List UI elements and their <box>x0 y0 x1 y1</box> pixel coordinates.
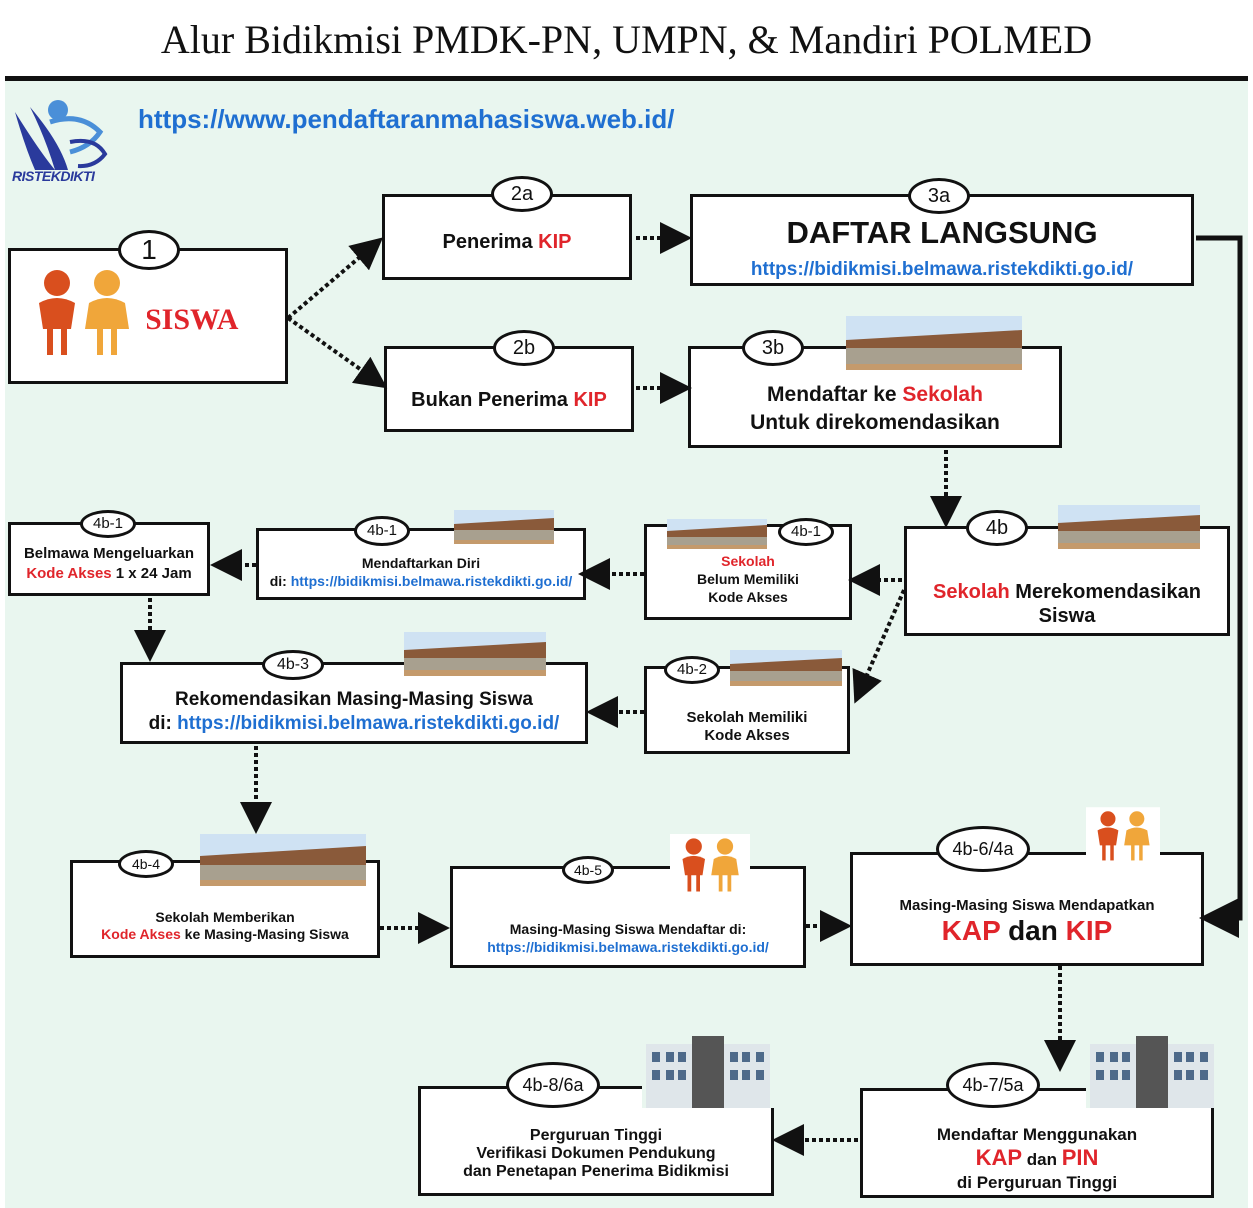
badge-4b5: 4b-5 <box>562 856 614 884</box>
node-4b4-kode-akses: Kode Akses <box>101 926 181 942</box>
node-4b-sekolah: Sekolah <box>933 581 1010 603</box>
node-3b-line2: Untuk direkomendasikan <box>750 411 1000 434</box>
badge-3b: 3b <box>742 330 804 366</box>
node-4b1-register-line1: Mendaftarkan Diri <box>361 555 481 571</box>
badge-2a: 2a <box>491 176 553 212</box>
node-3a-url[interactable]: https://bidikmisi.belmawa.ristekdikti.go… <box>750 259 1134 280</box>
page-title: Alur Bidikmisi PMDK-PN, UMPN, & Mandiri … <box>160 17 1093 62</box>
students-icon-4b5 <box>670 834 750 894</box>
node-4b7-mendaftar-kap-pin: Mendaftar Menggunakan KAP dan PIN di Per… <box>860 1088 1214 1198</box>
students-icon <box>19 263 147 359</box>
school-photo-4b4 <box>200 834 366 886</box>
node-4b5-url[interactable]: https://bidikmisi.belmawa.ristekdikti.go… <box>487 939 769 955</box>
node-4b6-kap: KAP <box>941 915 1001 946</box>
logo-text: RISTEKDIKTI <box>12 168 95 184</box>
node-4b1-line3: Kode Akses <box>708 589 788 605</box>
top-url-link[interactable]: https://www.pendaftaranmahasiswa.web.id/ <box>138 104 675 134</box>
arrow-4b-to-4b2 <box>852 589 906 704</box>
school-photo-3b <box>846 316 1022 370</box>
node-4b3-line1: Rekomendasikan Masing-Masing Siswa <box>175 689 533 710</box>
school-photo-4b1 <box>667 519 767 549</box>
node-4b3-url[interactable]: https://bidikmisi.belmawa.ristekdikti.go… <box>177 713 560 734</box>
node-4b4-line2: ke Masing-Masing Siswa <box>180 926 349 942</box>
node-4b8-line3: dan Penetapan Penerima Bidikmisi <box>463 1163 729 1180</box>
node-4b7-line1: Mendaftar Menggunakan <box>936 1125 1138 1144</box>
node-siswa: SISWA <box>8 248 288 384</box>
node-4b1-sekolah-label: Sekolah <box>721 553 775 569</box>
node-belmawa-line2: 1 x 24 Jam <box>111 565 192 582</box>
node-4b1-register-url[interactable]: https://bidikmisi.belmawa.ristekdikti.go… <box>290 573 573 589</box>
badge-4b1-school: 4b-1 <box>778 518 834 546</box>
school-photo-register <box>454 510 554 544</box>
badge-4b: 4b <box>966 510 1028 546</box>
node-4b6-kip: KIP <box>1065 915 1113 946</box>
school-photo-4b <box>1058 505 1200 549</box>
node-4b5-line1: Masing-Masing Siswa Mendaftar di: <box>509 921 747 937</box>
badge-3a: 3a <box>908 178 970 214</box>
node-4b7-pin: PIN <box>1061 1145 1099 1170</box>
badge-4b3: 4b-3 <box>262 650 324 680</box>
badge-2b: 2b <box>493 330 555 366</box>
node-4b6-dan: dan <box>1000 915 1066 946</box>
node-belmawa-kode-akses: Kode Akses <box>26 565 112 582</box>
school-photo-4b3 <box>404 632 546 676</box>
arrow-3a-to-4b6 <box>1196 235 1243 938</box>
node-belmawa-line1: Belmawa Mengeluarkan <box>23 545 195 562</box>
node-2b-kip: KIP <box>573 389 607 411</box>
node-4b7-line3: di Perguruan Tinggi <box>956 1173 1118 1192</box>
node-4b4-line1: Sekolah Memberikan <box>155 909 295 925</box>
badge-4b4: 4b-4 <box>118 850 174 878</box>
badge-4b2: 4b-2 <box>664 656 720 684</box>
node-4b1-line2: Belum Memiliki <box>697 571 799 587</box>
node-2a-kip: KIP <box>538 231 572 253</box>
node-4b7-kap: KAP <box>975 1145 1023 1170</box>
node-3a-title: DAFTAR LANGSUNG <box>786 215 1098 250</box>
node-4b3-line2: di: <box>148 713 178 734</box>
node-4b-line2: Siswa <box>1038 605 1096 627</box>
school-photo-4b2 <box>730 650 842 686</box>
students-icon-4b6 <box>1086 807 1160 863</box>
badge-4b1-belmawa: 4b-1 <box>80 510 136 538</box>
node-4b2-line1: Sekolah Memiliki <box>686 709 808 726</box>
node-4b2-line2: Kode Akses <box>704 727 790 744</box>
node-3b-sekolah: Sekolah <box>902 383 983 406</box>
siswa-label: SISWA <box>145 303 239 336</box>
badge-4b8: 4b-8/6a <box>506 1062 600 1108</box>
university-building-4b8 <box>642 1036 774 1108</box>
badge-4b7: 4b-7/5a <box>946 1062 1040 1108</box>
badge-4b6: 4b-6/4a <box>936 826 1030 872</box>
arrow-1-to-2b <box>286 316 388 389</box>
node-2a-label: Penerima <box>442 231 539 253</box>
node-4b8-line1: Perguruan Tinggi <box>529 1127 663 1144</box>
ristekdikti-logo <box>15 100 108 170</box>
node-4b7-dan: dan <box>1022 1150 1062 1169</box>
node-3b-line1: Mendaftar ke <box>767 383 903 406</box>
node-4b6-mendapatkan-kap-kip: Masing-Masing Siswa Mendapatkan KAP dan … <box>850 852 1204 966</box>
node-4b5-siswa-mendaftar: Masing-Masing Siswa Mendaftar di: https:… <box>450 866 806 968</box>
arrow-1-to-2a <box>286 237 384 320</box>
university-building-4b7 <box>1086 1036 1218 1108</box>
badge-4b1-register: 4b-1 <box>354 516 410 546</box>
node-2b-label: Bukan Penerima <box>411 389 574 411</box>
node-4b8-line2: Verifikasi Dokumen Pendukung <box>476 1145 716 1162</box>
node-4b6-line1: Masing-Masing Siswa Mendapatkan <box>899 897 1155 914</box>
badge-1: 1 <box>118 230 180 270</box>
node-4b-line1: Merekomendasikan <box>1009 581 1201 603</box>
node-4b1-register-line2: di: <box>269 573 291 589</box>
